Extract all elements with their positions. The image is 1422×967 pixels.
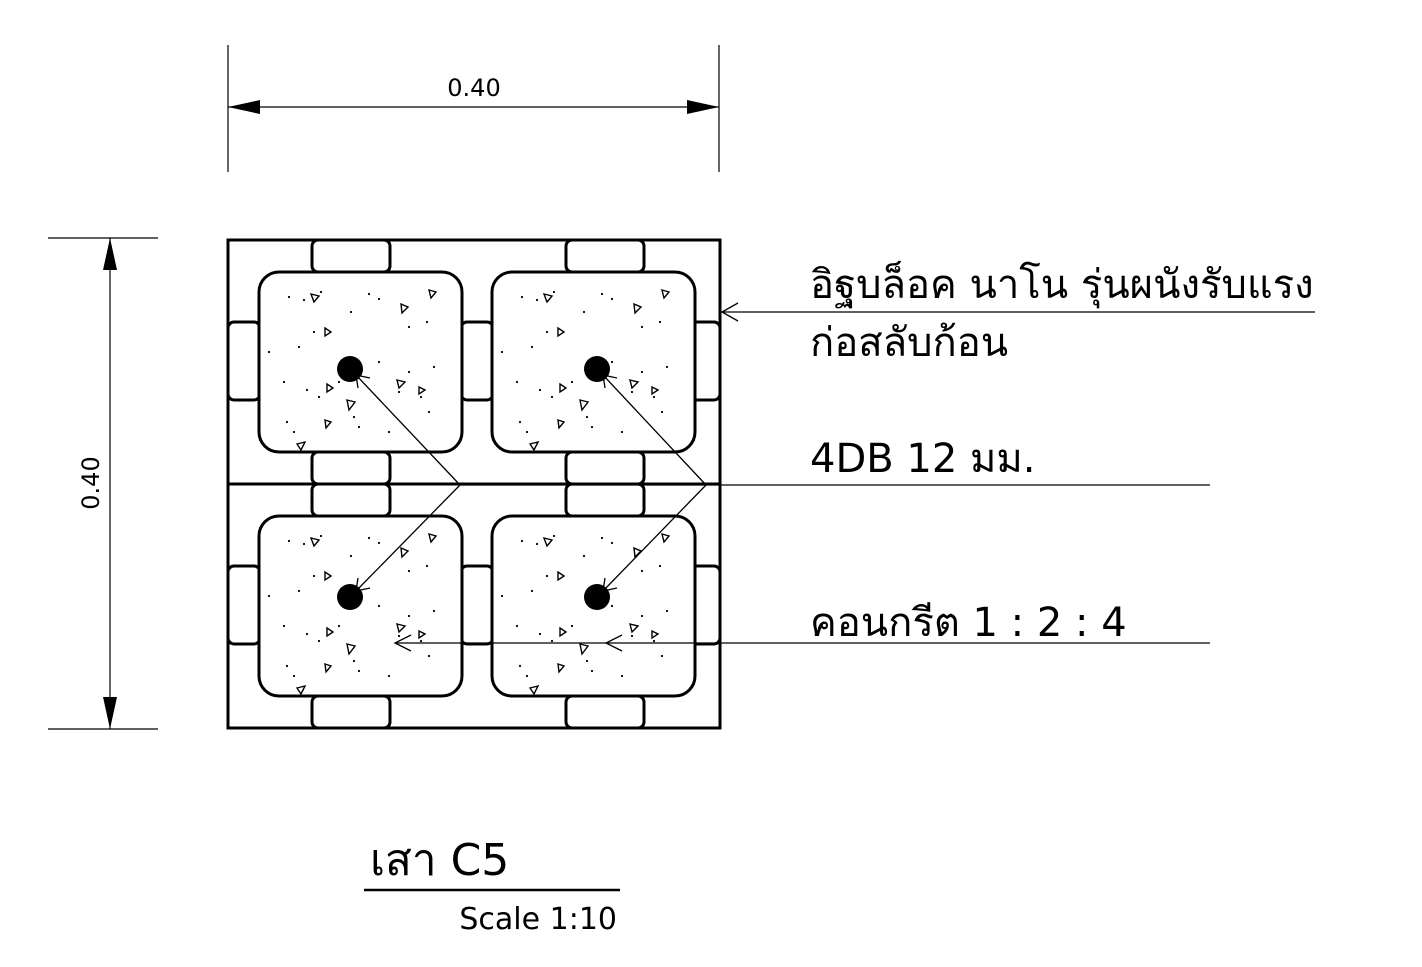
leader-block-arrow xyxy=(720,302,739,322)
leader-rebar-to-bar xyxy=(602,484,707,592)
leader-lines xyxy=(355,302,1315,652)
arrow-left xyxy=(228,100,260,114)
block-tab xyxy=(564,450,646,486)
callout-rebar: 4DB 12 มม. xyxy=(810,436,1035,482)
block-tab xyxy=(310,450,392,486)
arrow-right xyxy=(687,100,719,114)
height-dimension-label: 0.40 xyxy=(77,456,105,509)
block-tab xyxy=(310,694,392,730)
block-tab xyxy=(564,482,646,518)
concrete-core xyxy=(257,514,464,698)
block-tab xyxy=(564,694,646,730)
width-dimension-label: 0.40 xyxy=(447,74,500,102)
leader-concrete-arrow xyxy=(393,634,412,652)
callout-block-line2: ก่อสลับก้อน xyxy=(810,320,1008,366)
block-section xyxy=(226,238,722,730)
block-tab xyxy=(459,564,495,646)
leader-rebar-to-bar xyxy=(355,484,461,592)
arrow-bottom xyxy=(103,697,117,729)
leader-rebar-to-bar xyxy=(355,374,461,486)
dimension-height xyxy=(48,237,158,730)
callout-concrete: คอนกรีต 1 : 2 : 4 xyxy=(810,600,1127,646)
dimension-width xyxy=(227,45,720,172)
drawing-title: เสา C5 xyxy=(370,835,509,886)
block-tab xyxy=(226,564,262,646)
block-tab xyxy=(564,238,646,274)
leader-concrete-arrow xyxy=(604,634,623,652)
callout-block-line1: อิฐบล็อค นาโน รุ่นผนังรับแรง xyxy=(810,260,1314,309)
block-tab xyxy=(310,238,392,274)
block-tab xyxy=(459,320,495,402)
block-tab xyxy=(310,482,392,518)
block-tab xyxy=(226,320,262,402)
arrow-top xyxy=(103,238,117,270)
drawing-scale: Scale 1:10 xyxy=(459,902,617,937)
leader-rebar-to-bar xyxy=(602,374,707,486)
